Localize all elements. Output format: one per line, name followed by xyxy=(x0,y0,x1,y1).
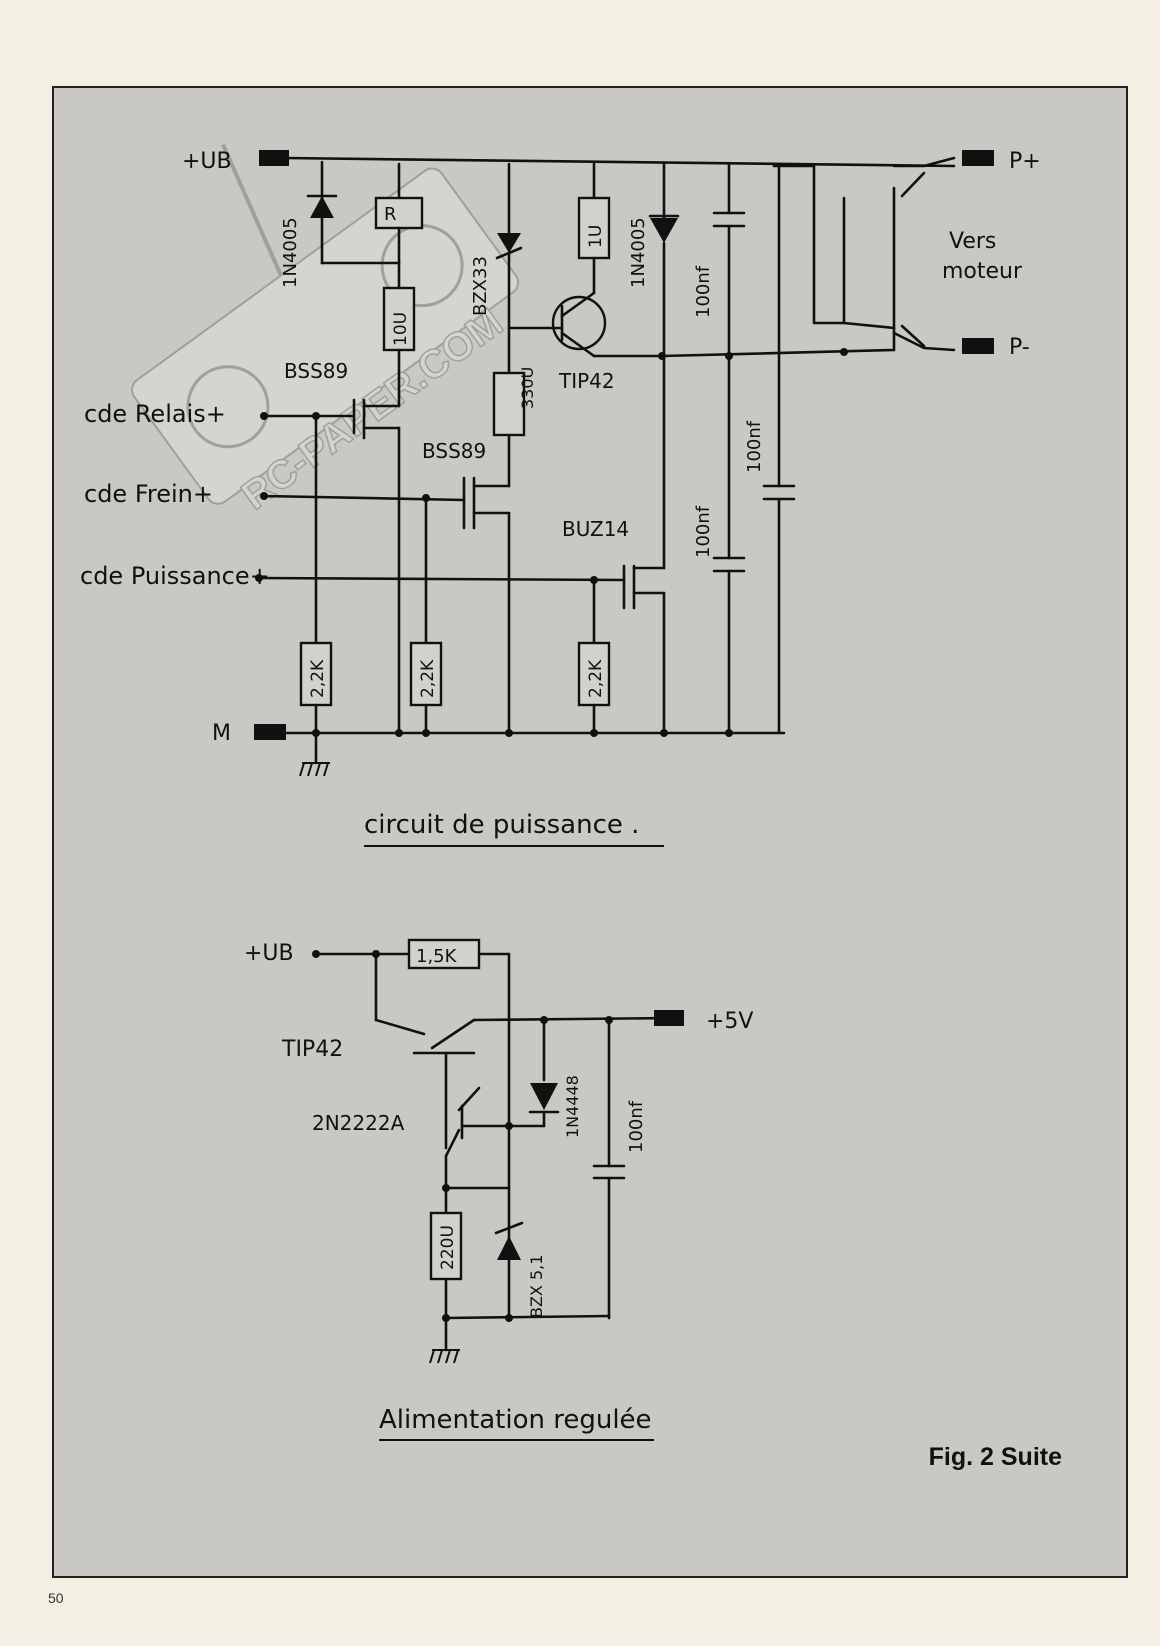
schematic-drawing: RC-PAPER.COM +UB P+ P- Vers moteur 1N400… xyxy=(80,143,1041,1441)
r-pd3-label: 2,2K xyxy=(586,659,606,698)
motor-label-1: Vers xyxy=(949,229,996,254)
r-15-label: 1,5K xyxy=(416,946,458,967)
input-power-label: cde Puissance+ xyxy=(80,562,270,590)
reg-cap-label: 100nf xyxy=(626,1100,647,1153)
regulator-title: Alimentation regulée xyxy=(379,1405,652,1435)
out-plus-terminal xyxy=(962,150,994,166)
r-1-label: 1U xyxy=(586,225,606,248)
t-bss2-label: BSS89 xyxy=(422,439,486,463)
d2-label: 1N4005 xyxy=(628,217,649,288)
r-15 xyxy=(407,938,481,970)
buz-label: BUZ14 xyxy=(562,517,629,541)
figure-caption: Fig. 2 Suite xyxy=(928,1443,1062,1471)
supply-terminal xyxy=(259,150,289,166)
r-220-label: 220U xyxy=(438,1225,458,1270)
r-pd1 xyxy=(299,641,333,707)
ground-label: M xyxy=(212,721,231,746)
c1-label: 100nf xyxy=(693,265,714,318)
out-minus-label: P- xyxy=(1009,335,1030,360)
relay-coil xyxy=(374,196,424,230)
reg-zener-label: BZX 5,1 xyxy=(527,1255,546,1318)
r-pd2-label: 2,2K xyxy=(418,659,438,698)
motor-label-2: moteur xyxy=(942,259,1023,284)
r-330-label: 330U xyxy=(518,367,537,409)
out-plus-label: P+ xyxy=(1009,149,1041,174)
input-brake-label: cde Frein+ xyxy=(84,480,213,508)
c2-label: 100nf xyxy=(693,505,714,558)
supply-label: +UB xyxy=(182,149,232,174)
reg-supply-label: +UB xyxy=(244,941,294,966)
out-minus-terminal xyxy=(962,338,994,354)
input-relay-label: cde Relais+ xyxy=(84,400,226,428)
r-pd2 xyxy=(409,641,443,707)
reg-tip-label: TIP42 xyxy=(281,1037,343,1062)
r-10-label: 10U xyxy=(391,312,411,346)
t-bss1-label: BSS89 xyxy=(284,359,348,383)
page-number: 50 xyxy=(48,1590,64,1606)
reg-out-label: +5V xyxy=(706,1009,753,1034)
schematic-panel: RC-PAPER.COM +UB P+ P- Vers moteur 1N400… xyxy=(52,86,1128,1578)
d1-label: 1N4005 xyxy=(280,217,301,288)
out-5v-terminal xyxy=(654,1010,684,1026)
reg-diode-label: 1N4448 xyxy=(563,1075,582,1138)
power-circuit: +UB P+ P- Vers moteur 1N4005 R 10U xyxy=(80,149,1041,847)
regulator-circuit: +UB 1,5K TIP42 +5V 2N2222A 1N4448 xyxy=(244,938,753,1441)
tip-label: TIP42 xyxy=(558,369,615,393)
c3-label: 100nf xyxy=(744,420,765,473)
ground-terminal xyxy=(254,724,286,740)
power-circuit-title: circuit de puissance . xyxy=(364,810,639,840)
zener-label: BZX33 xyxy=(470,256,491,316)
r-pd1-label: 2,2K xyxy=(308,659,328,698)
relay-coil-label: R xyxy=(384,204,397,225)
reg-npn-label: 2N2222A xyxy=(312,1111,405,1135)
r-1 xyxy=(577,196,611,260)
